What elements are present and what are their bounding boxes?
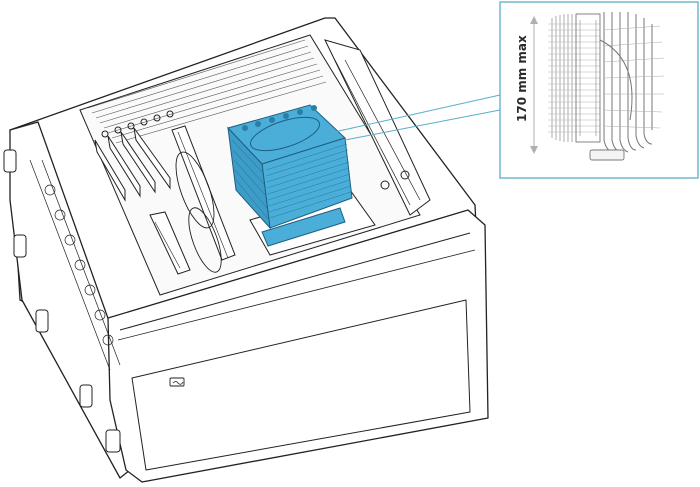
front-logo-badge — [169, 377, 185, 387]
ram-slot — [171, 125, 236, 261]
heatpipe-caps — [242, 105, 317, 131]
case-rear-panel — [9, 121, 131, 479]
cooler-fan-ring — [250, 116, 320, 152]
cooler-side-view — [548, 12, 665, 161]
cooler-fan-clip — [599, 39, 633, 121]
cpu-cooler-highlight — [227, 104, 353, 247]
pcie-riser-slot — [149, 211, 191, 275]
pci-slots — [94, 110, 174, 202]
rear-io-knobs — [3, 149, 121, 453]
cooler-heatsink-side — [227, 126, 271, 230]
side-fans — [175, 151, 222, 273]
cooler-base-plate — [589, 149, 625, 161]
rear-vent-column — [29, 159, 121, 371]
front-panel-inner — [131, 299, 471, 471]
top-vent-mesh — [87, 39, 327, 144]
cooler-fin-edges — [548, 23, 600, 133]
height-dimension-arrow — [530, 16, 538, 154]
callout-leader-lines — [329, 94, 501, 141]
cooler-heatpipes — [603, 12, 653, 153]
cooler-base — [261, 207, 346, 247]
cooler-right-fins — [603, 25, 665, 129]
max-height-label: 170 mm max — [515, 35, 529, 122]
cooler-fins — [231, 139, 352, 221]
cooler-height-callout: 170 mm max — [499, 1, 699, 179]
cooler-fan-frame — [575, 13, 601, 143]
